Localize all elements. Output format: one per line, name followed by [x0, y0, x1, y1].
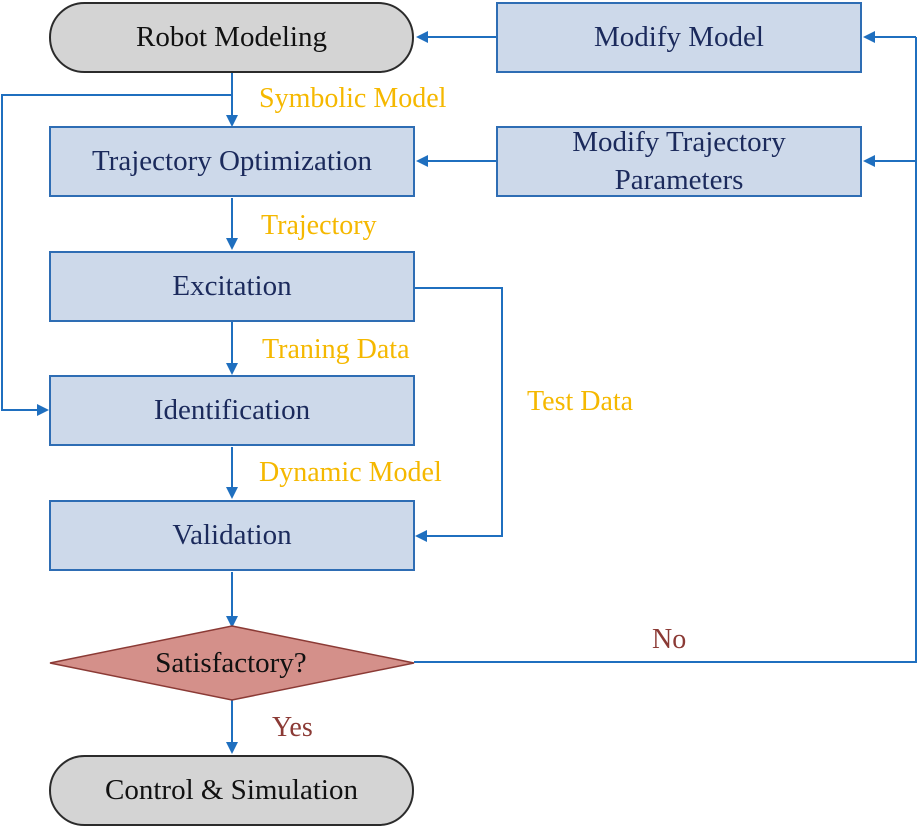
trajectory-optimization-label: Trajectory Optimization — [91, 144, 373, 177]
modify-trajectory-parameters-box: Modify Trajectory Parameters — [496, 126, 862, 197]
identification-box: Identification — [49, 375, 415, 446]
arrow-no-feedback — [414, 37, 917, 663]
modify-model-box: Modify Model — [496, 2, 862, 73]
validation-box: Validation — [49, 500, 415, 571]
excitation-box: Excitation — [49, 251, 415, 322]
arrow-excitation-to-validation — [415, 287, 503, 542]
control-simulation-label: Control & Simulation — [105, 773, 358, 806]
trajectory-optimization-box: Trajectory Optimization — [49, 126, 415, 197]
modify-trajectory-parameters-label: Modify Trajectory Parameters — [572, 125, 786, 196]
robot-modeling-terminal: Robot Modeling — [49, 2, 414, 73]
yes-branch-label: Yes — [272, 712, 313, 743]
modify-model-label: Modify Model — [594, 20, 764, 53]
excitation-label: Excitation — [172, 269, 292, 302]
control-simulation-terminal: Control & Simulation — [49, 755, 414, 826]
dynamic-model-label: Dynamic Model — [259, 457, 442, 488]
symbolic-model-label: Symbolic Model — [259, 83, 447, 114]
satisfactory-diamond — [49, 625, 415, 701]
test-data-label: Test Data — [527, 386, 634, 417]
arrow-robot-to-identification — [1, 94, 232, 416]
training-data-label: Traning Data — [262, 334, 410, 365]
robot-modeling-label: Robot Modeling — [136, 20, 327, 53]
identification-label: Identification — [153, 393, 311, 426]
validation-label: Validation — [172, 518, 292, 551]
satisfactory-label: Satisfactory? — [155, 646, 307, 679]
no-branch-label: No — [652, 624, 687, 655]
trajectory-label: Trajectory — [261, 210, 377, 241]
